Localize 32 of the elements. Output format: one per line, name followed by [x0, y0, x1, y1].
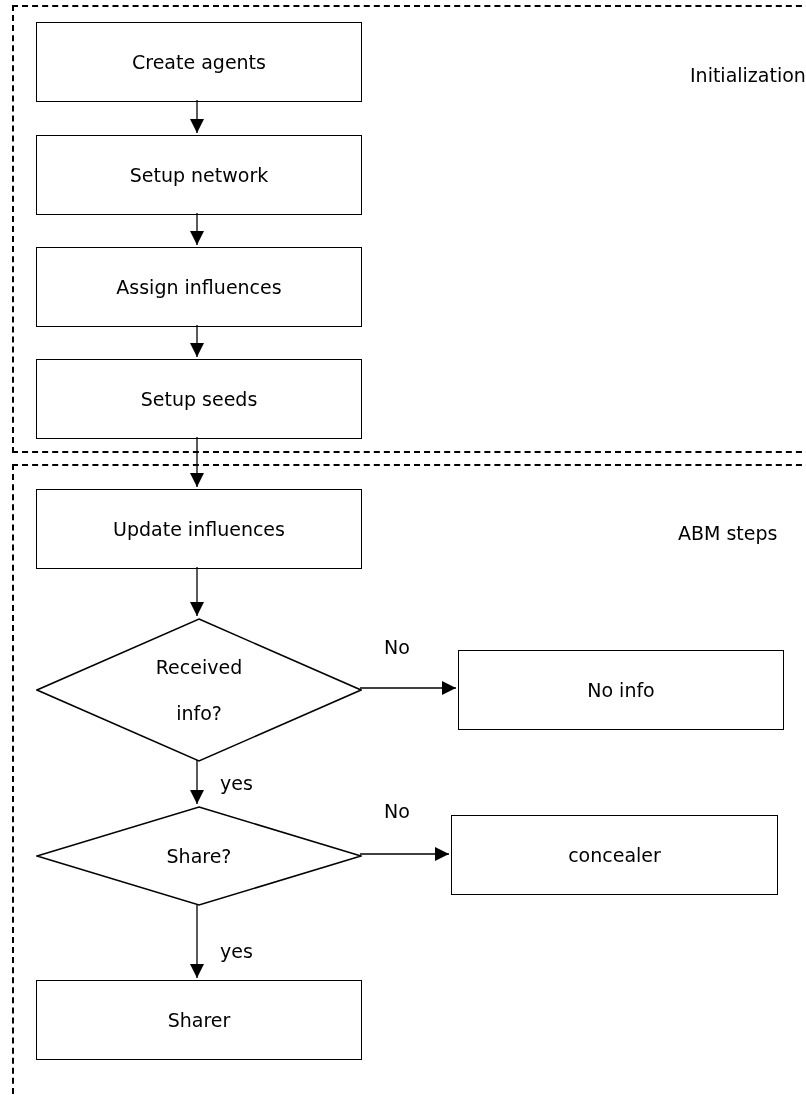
arrow	[190, 212, 204, 246]
node-label: Share?	[165, 844, 233, 869]
dashed-region	[12, 5, 806, 453]
node-label: Sharer	[167, 1009, 231, 1031]
node-label: concealer	[568, 844, 661, 866]
arrow	[190, 99, 204, 134]
arrow	[190, 903, 204, 979]
node-label: Create agents	[132, 51, 266, 73]
region-title: ABM steps	[678, 522, 778, 544]
decision-diamond	[36, 806, 362, 906]
arrow	[190, 324, 204, 358]
arrow	[359, 681, 457, 695]
region-title: Initialization	[690, 64, 806, 86]
arrow	[190, 759, 204, 805]
process-box	[36, 489, 362, 569]
process-box	[458, 650, 784, 730]
arrow	[190, 566, 204, 617]
process-box	[36, 22, 362, 102]
process-box	[36, 980, 362, 1060]
arrow	[190, 436, 204, 488]
node-label: Setup network	[129, 164, 269, 186]
node-label: No info	[587, 679, 655, 701]
arrow	[359, 847, 450, 861]
process-box	[451, 815, 778, 895]
process-box	[36, 135, 362, 215]
node-label: Assign influences	[116, 276, 282, 298]
node-label: Update influences	[113, 518, 285, 540]
decision-diamond	[36, 618, 362, 762]
process-box	[36, 359, 362, 439]
node-label: Setup seeds	[140, 388, 258, 410]
process-box	[36, 247, 362, 327]
node-label: Received info?	[154, 655, 244, 726]
